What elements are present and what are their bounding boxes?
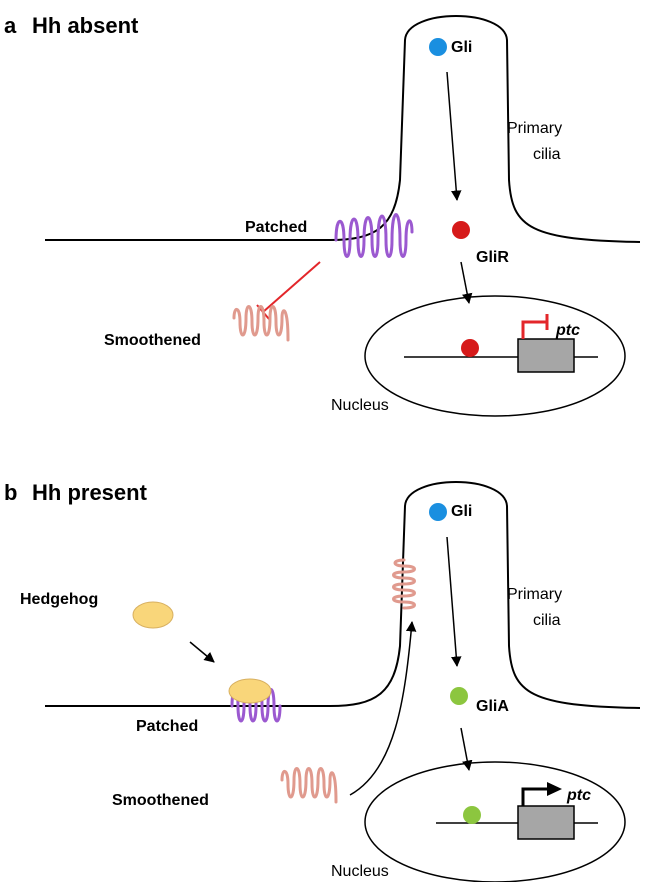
panel-b-hedgehog-bound [228,678,272,704]
panel-a-smoothened-label: Smoothened [104,332,201,349]
panel-a-patched-label: Patched [245,219,307,236]
panel-b-smoothened-arrow [349,620,417,796]
panel-b-title: Hh present [32,480,148,505]
panel-b-hedgehog-label: Hedgehog [20,591,98,608]
panel-b-patched-protein [230,688,282,723]
panel-a-gli-arrow [446,71,462,202]
panel-a-nucleus [364,295,626,417]
panel-b-smoothened-cilium-protein [392,558,416,610]
panel-b-gli-label: Gli [451,503,472,520]
panel-b-gli-arrow [446,536,462,668]
panel-b-activation-arrow [521,787,552,806]
panel-b-ptc-label: ptc [566,787,591,804]
panel-a-glir-bound-dot [461,339,479,357]
panel-a-glir-arrow [460,261,473,305]
panel-b-primary-label: Primary [507,586,562,603]
panel-b-ptc-gene [517,805,575,840]
panel-a-patched-protein [334,213,414,258]
panel-b-patched-label: Patched [136,718,198,735]
panel-b: b Hh present Gli Primary cilia GliA Hedg… [4,480,641,882]
panel-b-hedgehog-arrow [189,641,215,663]
panel-b-hedgehog-ligand [132,601,174,629]
panel-a-nucleus-label: Nucleus [331,397,389,414]
panel-b-glia-dot [450,687,468,705]
panel-b-smoothened-label: Smoothened [112,792,209,809]
panel-a-repression-mark [521,314,549,339]
panel-a-primary-label: Primary [507,120,562,137]
panel-b-activation-arrowhead [547,782,562,796]
panel-b-gli-dot [429,503,447,521]
panel-a-glir-dot [452,221,470,239]
panel-a-inhibition-mark [256,261,321,320]
panel-a-gli-label: Gli [451,39,472,56]
panel-b-cilia-label: cilia [533,612,561,629]
panel-b-nucleus-label: Nucleus [331,863,389,880]
panel-a-membrane-cilium [45,15,641,243]
panel-b-nucleus [364,761,626,882]
panel-a-letter: a [4,13,17,38]
panel-a-ptc-gene [517,338,575,373]
panel-b-letter: b [4,480,17,505]
panel-b-smoothened-protein [280,767,338,804]
panel-a-smoothened-protein [232,305,290,342]
panel-a-cilia-label: cilia [533,146,561,163]
panel-a-gli-dot [429,38,447,56]
panel-a-glir-label: GliR [476,249,509,266]
panel-b-glia-bound-dot [463,806,481,824]
panel-a-ptc-label: ptc [555,322,580,339]
panel-a: a Hh absent Gli Primary cilia GliR Patch… [4,13,641,417]
panel-b-glia-label: GliA [476,698,509,715]
panel-a-title: Hh absent [32,13,139,38]
panel-b-membrane-cilium [45,481,641,709]
